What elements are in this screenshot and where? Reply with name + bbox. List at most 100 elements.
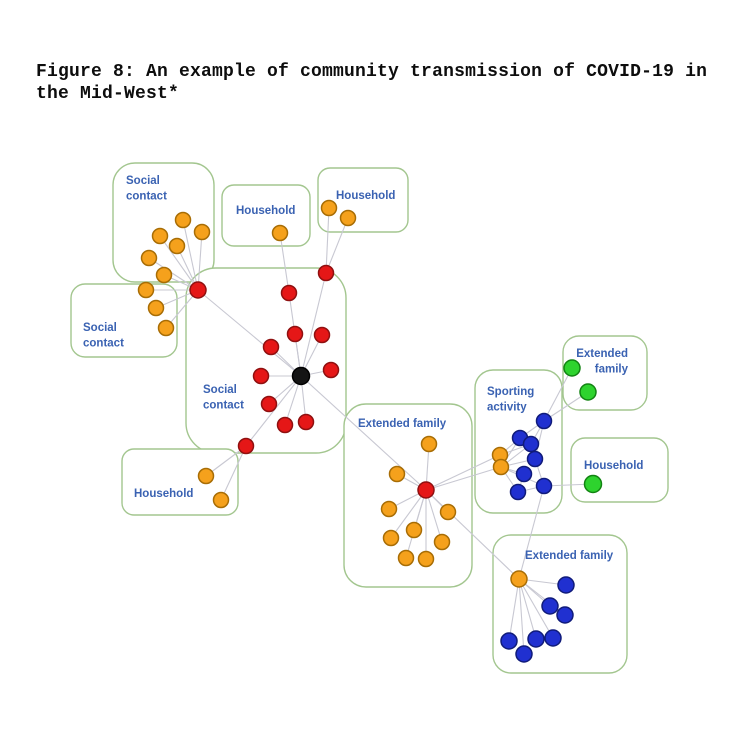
cluster-label-sporting-activity-line-1: Sporting — [487, 386, 534, 398]
transmission-edge-A-o5 — [148, 257, 199, 291]
transmission-edge-C-c5 — [518, 578, 537, 640]
case-node-C-orange — [510, 570, 528, 588]
transmission-edge-B-C — [425, 489, 520, 580]
transmission-edge-C-c4 — [508, 578, 520, 642]
cluster-label-extended-family-topright-line-1: Extended — [576, 348, 628, 360]
cluster-label-household-right-line-1: Household — [584, 460, 643, 472]
case-node-c2-blue — [541, 597, 559, 615]
cluster-label-extended-family-topright-line-2: family — [595, 364, 629, 376]
case-node-e4-orange — [439, 503, 457, 521]
cluster-label-extended-family-center-line-1: Extended family — [358, 418, 447, 430]
case-node-r6-red — [322, 361, 340, 379]
transmission-edge-A-K — [197, 289, 302, 377]
transmission-edge-B-e6 — [390, 489, 427, 539]
cluster-box-household-bottom-left — [121, 448, 239, 516]
case-node-o14-orange — [212, 491, 230, 509]
cluster-label-household-top-line-1: Household — [336, 190, 395, 202]
transmission-edge-A-o1 — [182, 219, 199, 291]
case-node-o9-orange — [157, 319, 175, 337]
cluster-label-sporting-activity-line-2: activity — [487, 402, 527, 414]
case-node-o10-orange — [271, 224, 289, 242]
case-node-e9-orange — [417, 550, 435, 568]
case-node-e1-orange — [420, 435, 438, 453]
cluster-label-social-contact-topleft-line-1: Social — [126, 175, 160, 187]
case-node-c5-blue — [527, 630, 545, 648]
case-node-c6-blue — [544, 629, 562, 647]
case-node-o1-orange — [174, 211, 192, 229]
case-node-o8-orange — [147, 299, 165, 317]
case-node-g1-green — [563, 359, 581, 377]
transmission-edge-C-c7 — [518, 578, 525, 655]
cluster-label-social-contact-left-line-2: contact — [83, 338, 124, 350]
case-node-o11-orange — [320, 199, 338, 217]
cluster-label-social-contact-left-line-1: Social — [83, 322, 117, 334]
case-node-o4-orange — [168, 237, 186, 255]
transmission-edge-r11-o14 — [220, 445, 247, 501]
transmission-edge-K-r2 — [300, 272, 327, 377]
transmission-edge-A-o3 — [159, 235, 199, 291]
transmission-edge-r11-o13 — [205, 445, 247, 477]
case-node-g2-green — [579, 383, 597, 401]
cluster-label-social-contact-central-line-2: contact — [203, 400, 244, 412]
transmission-edge-B-s1 — [425, 454, 501, 491]
case-node-e3-orange — [380, 500, 398, 518]
transmission-edge-r1-o10 — [279, 232, 290, 294]
figure-caption-line-1: Figure 8: An example of community transm… — [36, 62, 708, 82]
transmission-edge-B-e7 — [425, 489, 443, 543]
case-node-b1-blue — [535, 412, 553, 430]
case-node-c1-blue — [557, 576, 575, 594]
transmission-edge-C-c6 — [518, 578, 554, 639]
case-node-r3-red — [286, 325, 304, 343]
case-node-b5-blue — [515, 465, 533, 483]
case-node-b7-blue — [535, 477, 553, 495]
case-node-e5-orange — [405, 521, 423, 539]
case-node-e8-orange — [397, 549, 415, 567]
case-node-o2-orange — [193, 223, 211, 241]
case-node-B-red — [417, 481, 435, 499]
case-node-K-black — [291, 366, 311, 386]
transmission-edge-K-r11 — [245, 375, 302, 447]
cluster-box-social-contact-central — [185, 267, 347, 454]
case-node-c4-blue — [500, 632, 518, 650]
transmission-edge-r2-o11 — [325, 207, 330, 274]
case-node-e2-orange — [388, 465, 406, 483]
case-node-e7-orange — [433, 533, 451, 551]
case-node-r4-red — [313, 326, 331, 344]
case-node-A-red — [189, 281, 207, 299]
case-node-o6-orange — [155, 266, 173, 284]
figure-caption-line-2: the Mid-West* — [36, 84, 180, 104]
cluster-label-household-top-center-line-1: Household — [236, 205, 295, 217]
case-node-r8-red — [260, 395, 278, 413]
cluster-label-extended-family-bottom-line-1: Extended family — [525, 550, 614, 562]
case-node-o12-orange — [339, 209, 357, 227]
transmission-edge-b1-g1 — [543, 367, 573, 422]
cluster-label-social-contact-topleft-line-2: contact — [126, 191, 167, 203]
case-node-r11-red — [237, 437, 255, 455]
transmission-edge-r2-o12 — [325, 217, 349, 274]
case-node-b6-blue — [509, 483, 527, 501]
case-node-o7-orange — [137, 281, 155, 299]
transmission-edge-b1-g2 — [543, 391, 589, 422]
case-node-r7-red — [252, 367, 270, 385]
case-node-b4-blue — [526, 450, 544, 468]
case-node-r9-red — [276, 416, 294, 434]
case-node-o3-orange — [151, 227, 169, 245]
transmission-edge-K-B — [300, 375, 427, 491]
transmission-edge-A-o2 — [197, 231, 203, 291]
transmission-edge-B-s2 — [425, 466, 502, 491]
case-node-o5-orange — [140, 249, 158, 267]
case-node-r2-red — [317, 264, 335, 282]
cluster-box-extended-family-bottom — [492, 534, 628, 674]
case-node-g3-green — [583, 474, 603, 494]
case-node-o13-orange — [197, 467, 215, 485]
transmission-edge-b7-C — [518, 485, 545, 580]
case-node-c3-blue — [556, 606, 574, 624]
case-node-r1-red — [280, 284, 298, 302]
case-node-c7-blue — [515, 645, 533, 663]
case-node-r10-red — [297, 413, 315, 431]
case-node-r5-red — [262, 338, 280, 356]
case-node-b3-blue — [522, 435, 540, 453]
figure-caption: Figure 8: An example of community transm… — [36, 61, 736, 105]
